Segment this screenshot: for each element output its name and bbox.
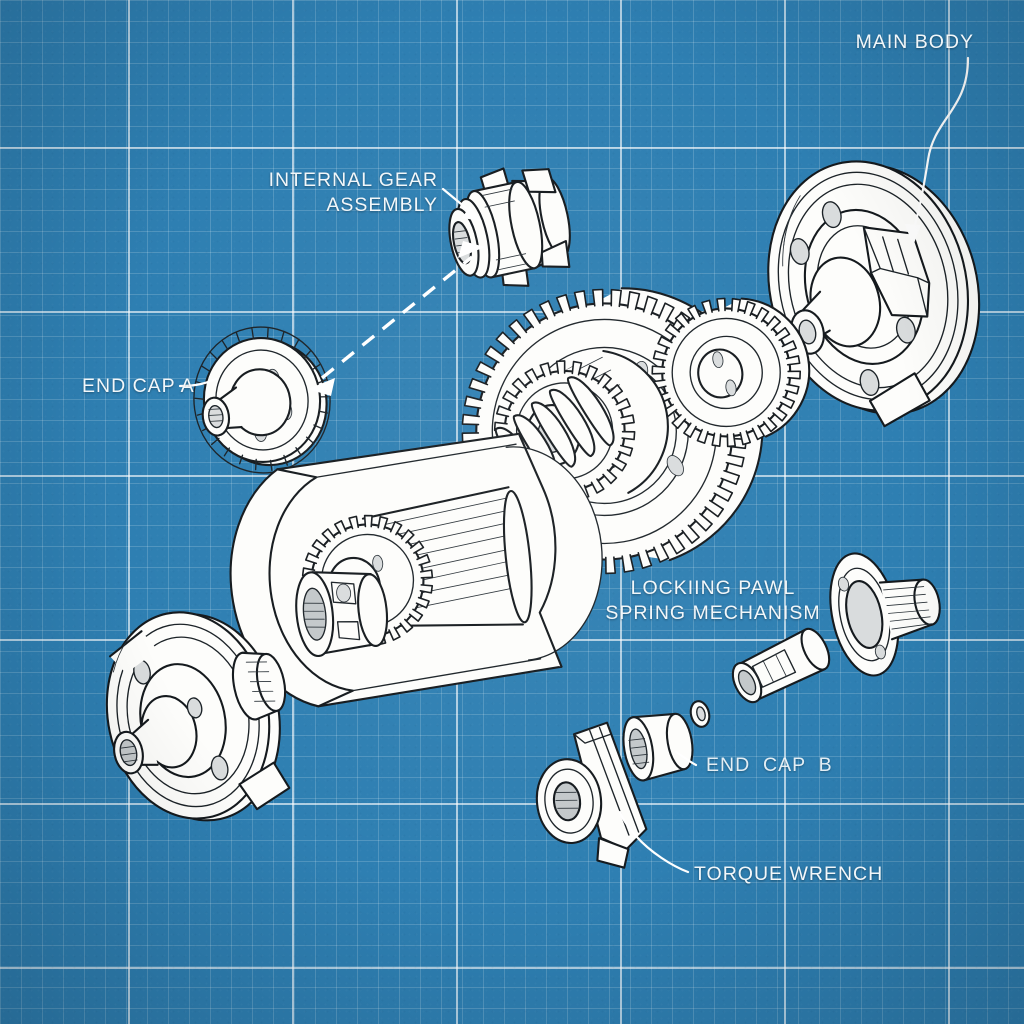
part-end-cap-flange-left [105, 611, 291, 822]
part-internal-gear-assembly [448, 167, 571, 287]
label-main-body: MAIN BODY [855, 31, 974, 53]
part-pinion-gear [651, 297, 811, 448]
label-torque-wrench: TORQUE WRENCH [694, 863, 884, 885]
label-locking-pawl-line1: LOCKIING PAWL [630, 577, 796, 599]
label-internal-gear-line2: ASSEMBLY [326, 194, 438, 216]
label-end-cap-a: END CAP A [82, 375, 195, 397]
leader-internal-gear [441, 187, 482, 221]
part-end-cap-a-gear [193, 326, 331, 474]
label-locking-pawl-line2: SPRING MECHANISM [605, 602, 821, 624]
part-threaded-flange-bushing [829, 552, 941, 677]
part-housing-cutaway [229, 432, 603, 708]
part-main-body-flange [767, 160, 981, 428]
label-internal-gear-line1: INTERNAL GEAR [268, 169, 438, 191]
leader-end-cap-b [674, 750, 698, 767]
label-end-cap-b: END CAP B [706, 754, 833, 776]
leader-end-cap-a [178, 377, 218, 388]
assembly-direction-arrow [308, 241, 485, 396]
part-torque-wrench-body [535, 721, 648, 869]
leader-main-body [905, 56, 970, 246]
leader-torque-wrench [618, 810, 690, 874]
part-bushing-collar [622, 712, 694, 782]
part-small-washer [689, 700, 711, 728]
part-dowel-pin [731, 627, 831, 704]
